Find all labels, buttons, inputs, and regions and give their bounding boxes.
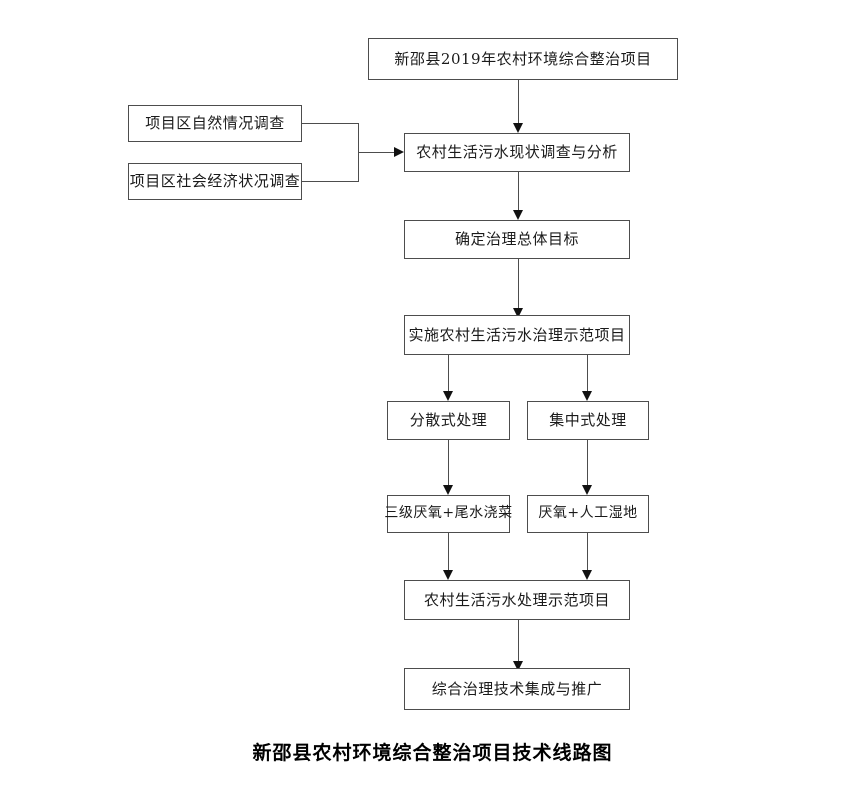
edge-status-to-goal (518, 172, 519, 210)
arrowhead-centralized-to-method (582, 485, 592, 495)
arrowhead-demo-to-centralized (582, 391, 592, 401)
node-integration-promotion[interactable]: 综合治理技术集成与推广 (404, 668, 630, 710)
node-natural-survey[interactable]: 项目区自然情况调查 (128, 105, 302, 142)
node-integration-promotion-label: 综合治理技术集成与推广 (431, 679, 603, 698)
node-demo-project-label: 实施农村生活污水治理示范项目 (408, 325, 626, 344)
node-project-title[interactable]: 新邵县2019年农村环境综合整治项目 (368, 38, 678, 80)
edge-left-merge-to-status (358, 152, 394, 153)
edge-demo-to-centralized (587, 355, 588, 391)
node-centralized-label: 集中式处理 (549, 411, 627, 430)
edge-decentralized-method-to-treatment-demo (448, 533, 449, 570)
arrowhead-title-to-status (513, 123, 523, 133)
edge-centralized-method-to-treatment-demo (587, 533, 588, 570)
arrowhead-goal-to-demo (513, 308, 523, 318)
node-overall-goal-label: 确定治理总体目标 (454, 230, 579, 249)
node-wastewater-status[interactable]: 农村生活污水现状调查与分析 (404, 133, 630, 172)
node-centralized-method[interactable]: 厌氧+人工湿地 (527, 495, 649, 533)
edge-goal-to-demo (518, 259, 519, 308)
arrowhead-centralized-method-to-treatment-demo (582, 570, 592, 580)
node-project-title-label: 新邵县2019年农村环境综合整治项目 (394, 49, 652, 68)
node-treatment-demo[interactable]: 农村生活污水处理示范项目 (404, 580, 630, 620)
node-centralized[interactable]: 集中式处理 (527, 401, 649, 440)
edge-centralized-to-method (587, 440, 588, 485)
edge-natural-survey-out (302, 123, 358, 124)
node-decentralized-method[interactable]: 三级厌氧+尾水浇菜 (384, 495, 513, 533)
arrowhead-demo-to-decentralized (443, 391, 453, 401)
node-treatment-demo-label: 农村生活污水处理示范项目 (423, 590, 610, 609)
node-decentralized[interactable]: 分散式处理 (387, 401, 510, 440)
arrowhead-treatment-demo-to-integration (513, 661, 523, 671)
edge-socioeconomic-survey-out (302, 181, 358, 182)
node-decentralized-method-label: 三级厌氧+尾水浇菜 (384, 505, 513, 522)
diagram-caption: 新邵县农村环境综合整治项目技术线路图 (252, 742, 613, 764)
arrowhead-left-merge-to-status (394, 147, 404, 157)
node-wastewater-status-label: 农村生活污水现状调查与分析 (416, 143, 618, 162)
arrowhead-status-to-goal (513, 210, 523, 220)
arrowhead-decentralized-method-to-treatment-demo (443, 570, 453, 580)
node-demo-project[interactable]: 实施农村生活污水治理示范项目 (404, 315, 630, 355)
edge-demo-to-decentralized (448, 355, 449, 391)
node-socioeconomic-survey-label: 项目区社会经济状况调查 (129, 172, 301, 191)
edge-decentralized-to-method (448, 440, 449, 485)
node-decentralized-label: 分散式处理 (409, 411, 488, 430)
node-natural-survey-label: 项目区自然情况调查 (145, 114, 285, 133)
node-socioeconomic-survey[interactable]: 项目区社会经济状况调查 (128, 163, 302, 200)
node-centralized-method-label: 厌氧+人工湿地 (538, 505, 638, 522)
node-overall-goal[interactable]: 确定治理总体目标 (404, 220, 630, 259)
edge-title-to-status (518, 80, 519, 123)
edge-treatment-demo-to-integration (518, 620, 519, 661)
arrowhead-decentralized-to-method (443, 485, 453, 495)
